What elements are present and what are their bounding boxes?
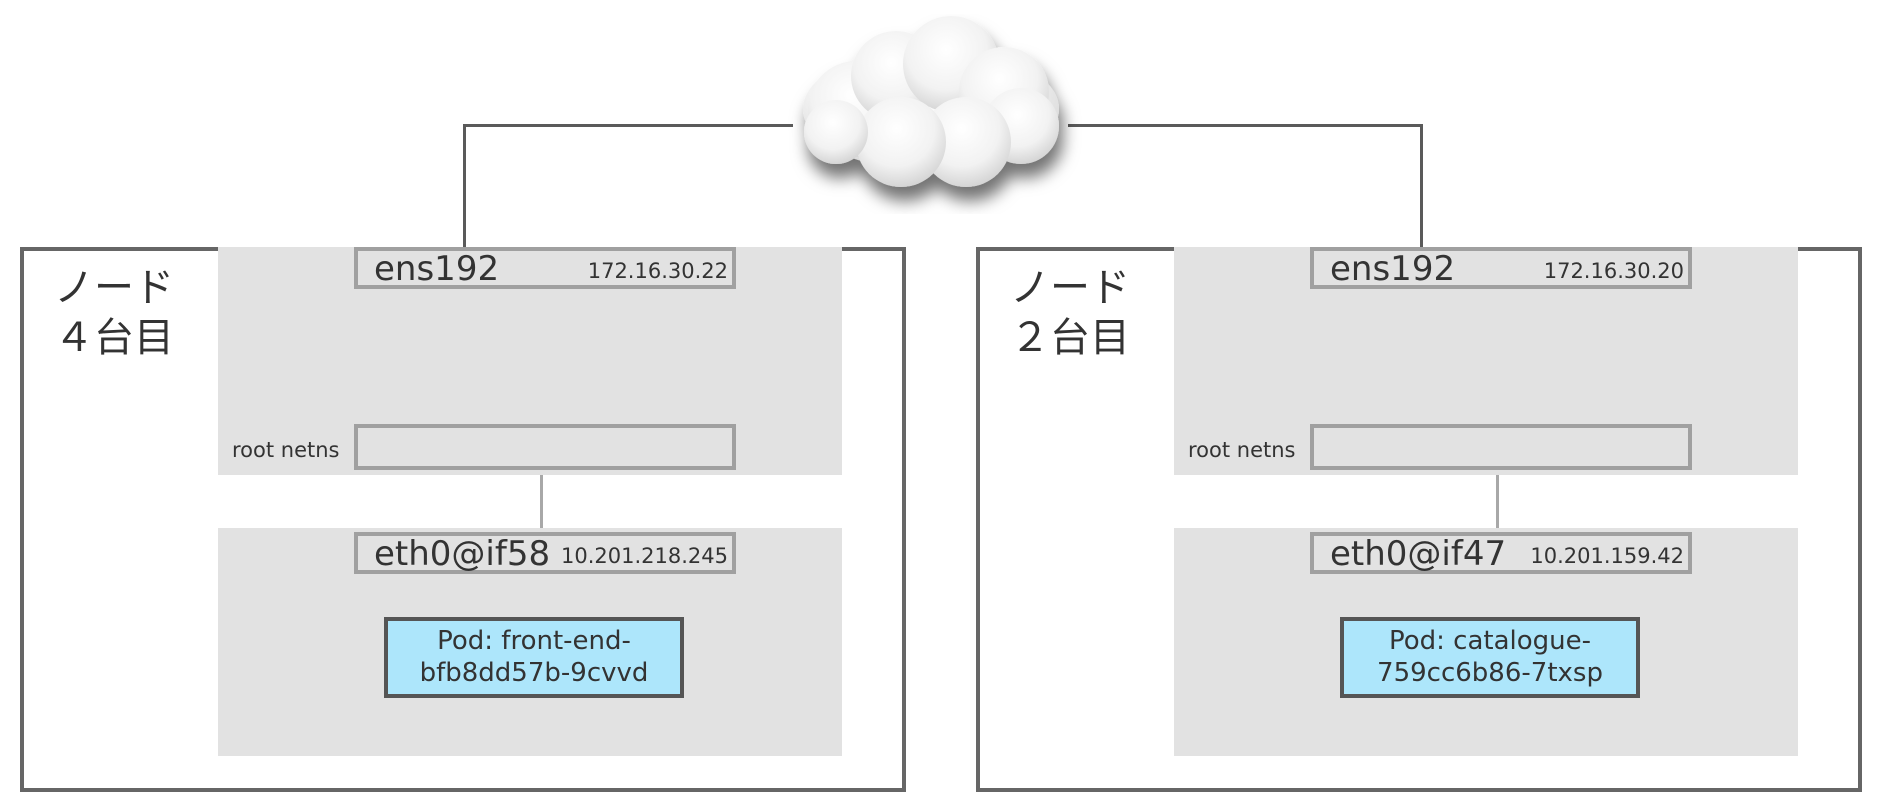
interface-ip: 10.201.218.245 [561,544,728,568]
node-2: ノード ２台目 ens192 172.16.30.20 root netns e… [976,247,1862,792]
veth-link [1496,475,1499,528]
wire-right-vertical [1420,124,1423,247]
pod-interface: eth0@if58 10.201.218.245 [354,532,736,574]
cloud-icon [803,16,1059,187]
interface-ip: 10.201.159.42 [1530,544,1684,568]
node-4: ノード ４台目 ens192 172.16.30.22 root netns e… [20,247,906,792]
node-label: ノード ２台目 [1010,265,1130,361]
root-namespace: ens192 172.16.30.22 root netns [218,247,842,475]
root-netns-label: root netns [1188,438,1296,462]
wire-left-horizontal [463,124,793,127]
wire-left-vertical [463,124,466,247]
interface-ip: 172.16.30.20 [1543,259,1684,283]
pod-box: Pod: front-end- bfb8dd57b-9cvvd [384,617,684,698]
host-interface: ens192 172.16.30.20 [1310,247,1692,289]
root-netns-interface [354,424,736,470]
root-netns-interface [1310,424,1692,470]
pod-namespace: eth0@if47 10.201.159.42 Pod: catalogue- … [1174,528,1798,756]
interface-name: eth0@if47 [1330,534,1507,574]
host-interface: ens192 172.16.30.22 [354,247,736,289]
interface-name: eth0@if58 [374,534,551,574]
wire-right-horizontal [1068,124,1423,127]
veth-link [540,475,543,528]
interface-ip: 172.16.30.22 [587,259,728,283]
root-netns-label: root netns [232,438,340,462]
pod-interface: eth0@if47 10.201.159.42 [1310,532,1692,574]
interface-name: ens192 [1330,249,1456,289]
pod-namespace: eth0@if58 10.201.218.245 Pod: front-end-… [218,528,842,756]
pod-box: Pod: catalogue- 759cc6b86-7txsp [1340,617,1640,698]
node-label: ノード ４台目 [54,265,174,361]
interface-name: ens192 [374,249,500,289]
root-namespace: ens192 172.16.30.20 root netns [1174,247,1798,475]
